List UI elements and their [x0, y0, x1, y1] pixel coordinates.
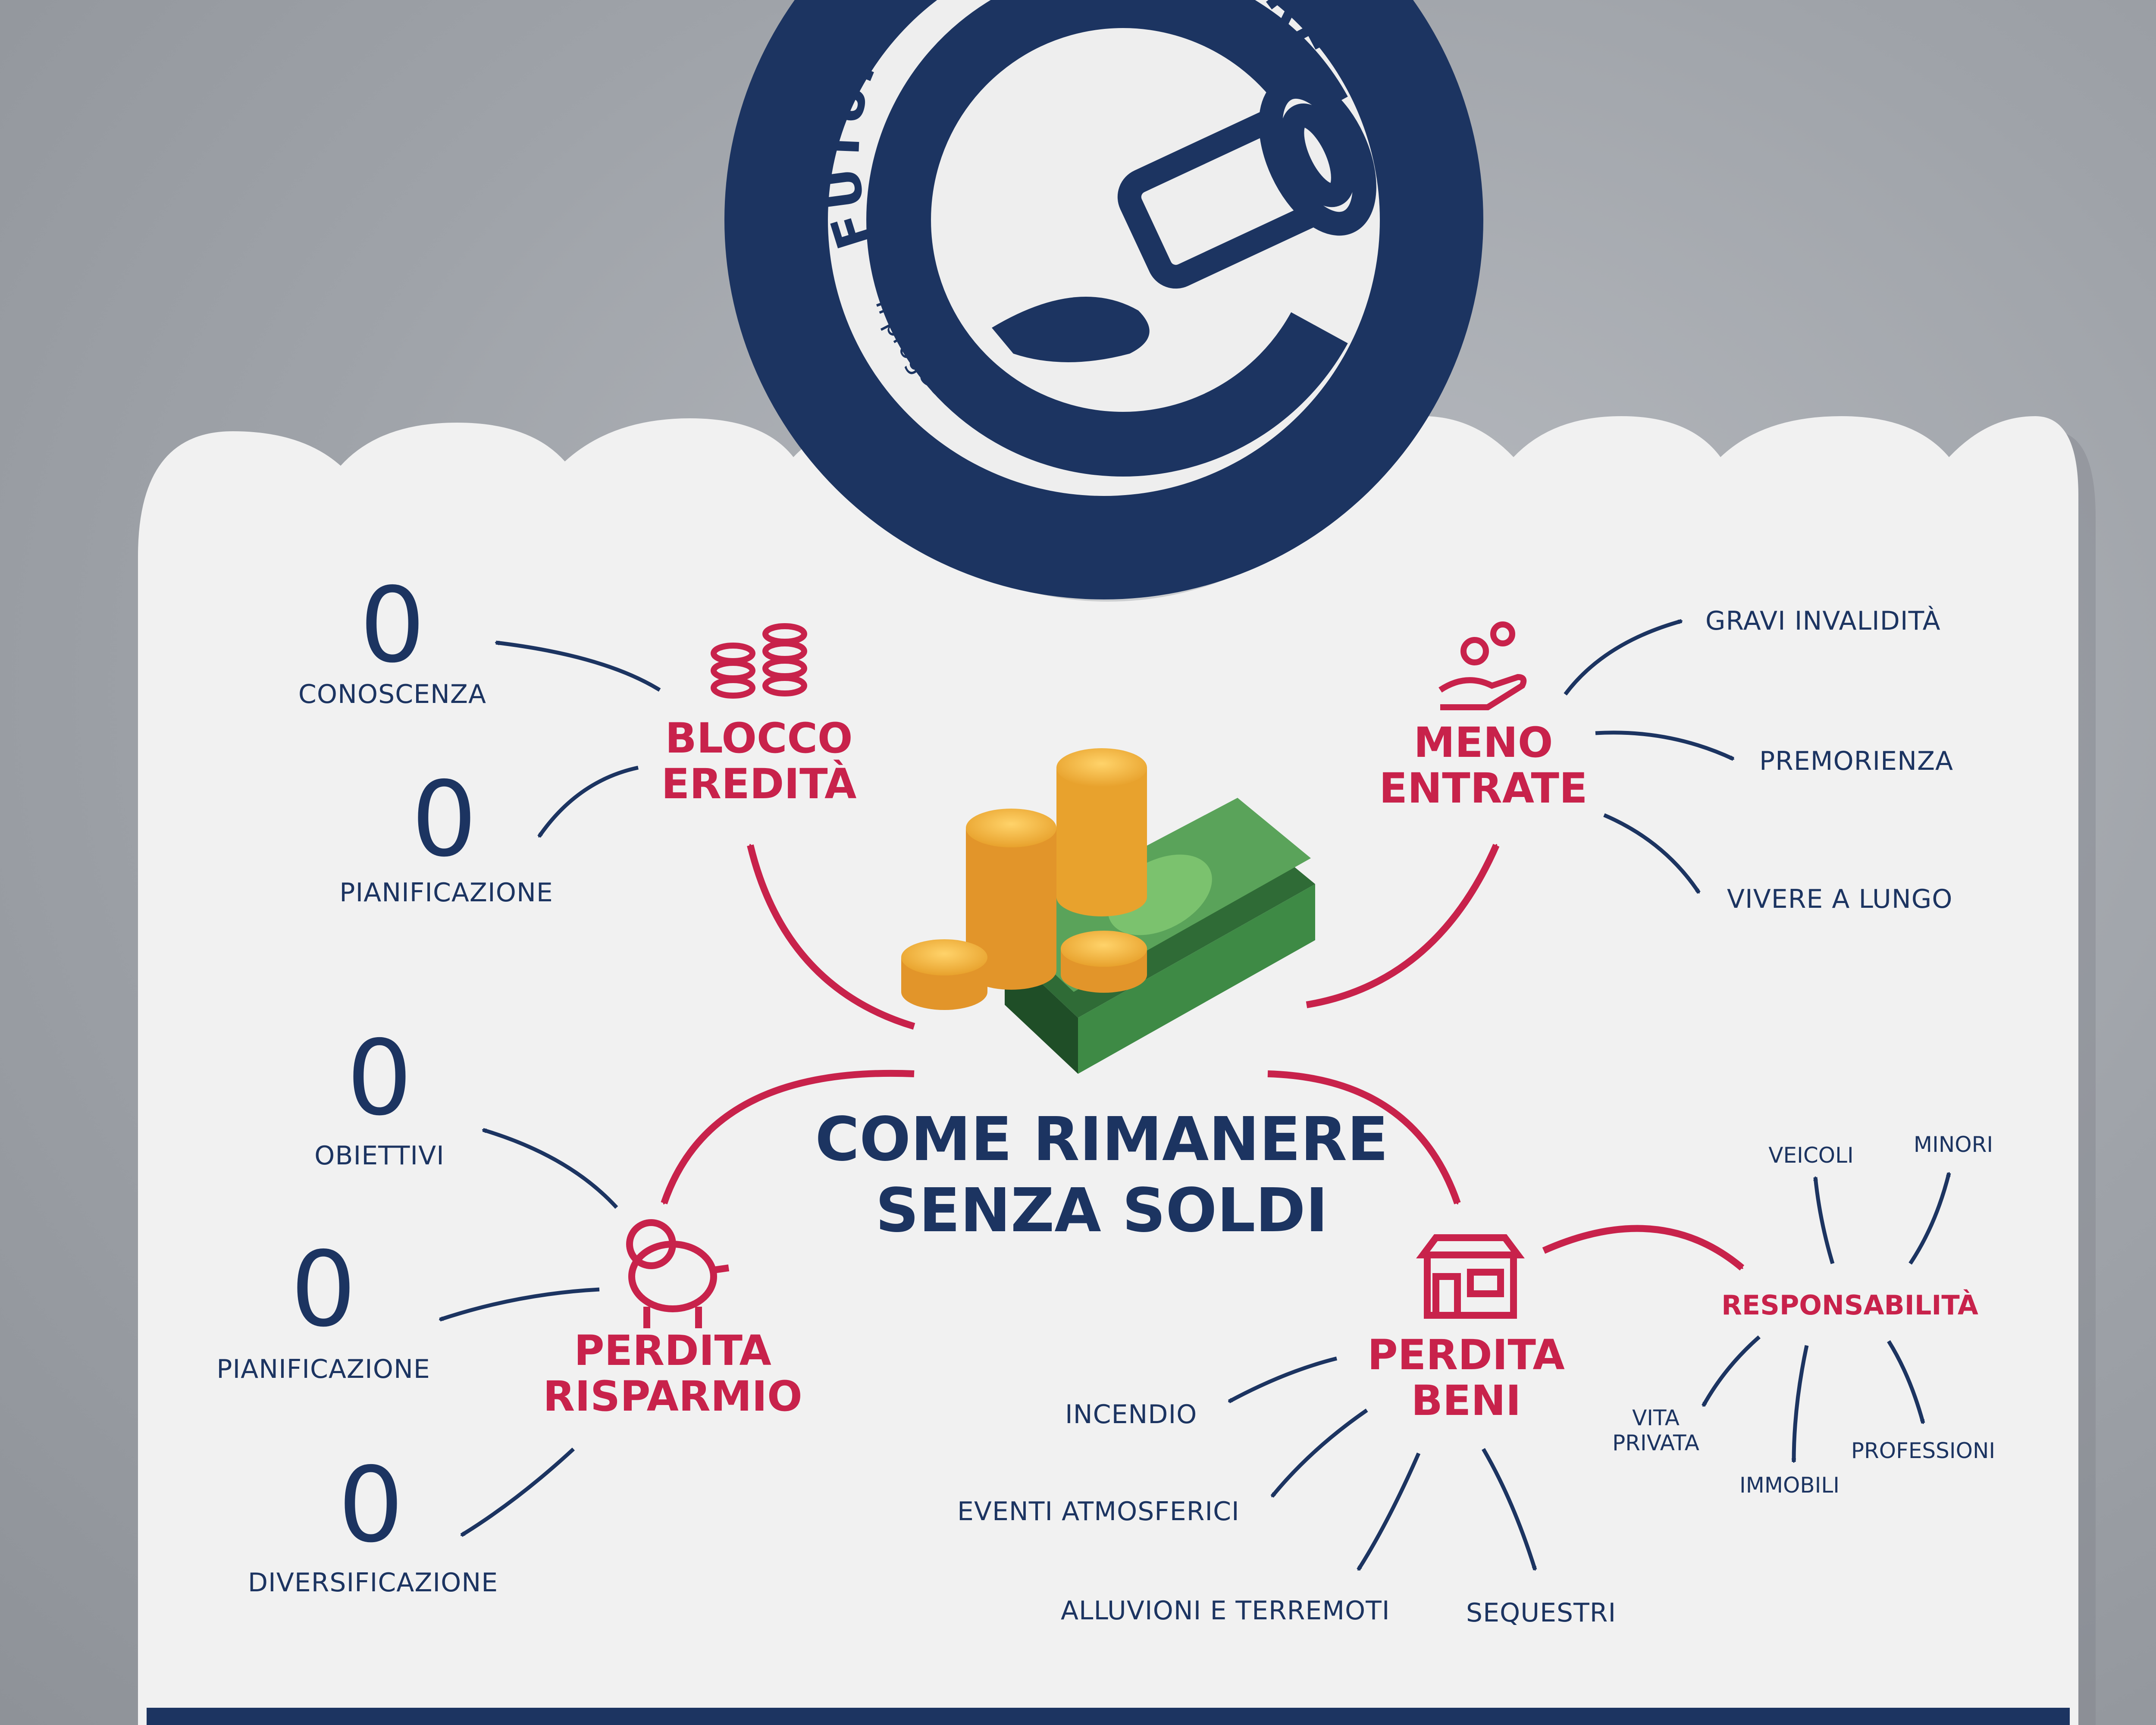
- zero-pianificazione-eredita: 0: [411, 759, 477, 880]
- node-perdita-risparmio: PERDITA RISPARMIO: [543, 1328, 802, 1419]
- zero-pianificazione-risparmio: 0: [290, 1229, 357, 1350]
- node-meno-line1: MENO: [1413, 718, 1553, 767]
- label-minori: MINORI: [1913, 1132, 1993, 1157]
- money-pile-icon: [901, 748, 1315, 1074]
- zero-conoscenza: 0: [359, 565, 426, 686]
- node-risparmio-line1: PERDITA: [574, 1327, 771, 1375]
- node-beni-line2: BENI: [1411, 1376, 1521, 1425]
- zero-diversificazione: 0: [338, 1445, 404, 1565]
- node-blocco-line1: BLOCCO: [665, 714, 853, 762]
- headline-line2: SENZA SOLDI: [875, 1176, 1328, 1246]
- label-privata: PRIVATA: [1612, 1430, 1699, 1455]
- node-beni-line1: PERDITA: [1367, 1331, 1565, 1379]
- label-vita: VITA: [1632, 1405, 1680, 1430]
- node-meno-entrate: MENO ENTRATE: [1379, 720, 1587, 811]
- node-blocco-line2: EREDITÀ: [661, 759, 857, 808]
- label-incendio: INCENDIO: [1065, 1399, 1197, 1430]
- label-pianificazione-risparmio: PIANIFICAZIONE: [216, 1354, 430, 1384]
- label-professioni: PROFESSIONI: [1851, 1438, 1996, 1463]
- label-gravi-invalidita: GRAVI INVALIDITÀ: [1705, 606, 1941, 636]
- board: [138, 416, 2078, 1725]
- label-veicoli: VEICOLI: [1768, 1143, 1854, 1168]
- label-immobili: IMMOBILI: [1739, 1473, 1840, 1498]
- label-vivere-a-lungo: VIVERE A LUNGO: [1727, 884, 1953, 914]
- node-risparmio-line2: RISPARMIO: [543, 1372, 802, 1421]
- hand-coin-icon: [1438, 621, 1527, 710]
- label-eventi-atmosferici: EVENTI ATMOSFERICI: [957, 1496, 1240, 1527]
- label-diversificazione: DIVERSIFICAZIONE: [248, 1568, 498, 1598]
- shop-icon: [1416, 1234, 1525, 1319]
- headline: COME RIMANERE SENZA SOLDI: [815, 1104, 1388, 1246]
- label-obiettivi: OBIETTIVI: [314, 1141, 445, 1171]
- node-perdita-beni: PERDITA BENI: [1367, 1331, 1565, 1425]
- label-conoscenza: CONOSCENZA: [298, 679, 487, 709]
- node-meno-line2: ENTRATE: [1379, 764, 1588, 812]
- label-pianificazione-eredita: PIANIFICAZIONE: [339, 878, 553, 908]
- zero-obiettivi: 0: [346, 1018, 413, 1138]
- label-premorienza: PREMORIENZA: [1759, 746, 1954, 776]
- coin-stack-icon: [711, 623, 807, 699]
- node-responsabilita: RESPONSABILITÀ: [1721, 1289, 1978, 1321]
- label-vita-privata: VITA PRIVATA: [1612, 1405, 1699, 1455]
- headline-line1: COME RIMANERE: [815, 1104, 1388, 1175]
- label-sequestri: SEQUESTRI: [1466, 1598, 1617, 1628]
- node-blocco-eredita: BLOCCO EREDITÀ: [661, 714, 857, 808]
- piggy-bank-icon: [626, 1219, 730, 1328]
- label-alluvioni-terremoti: ALLUVIONI E TERREMOTI: [1061, 1596, 1390, 1626]
